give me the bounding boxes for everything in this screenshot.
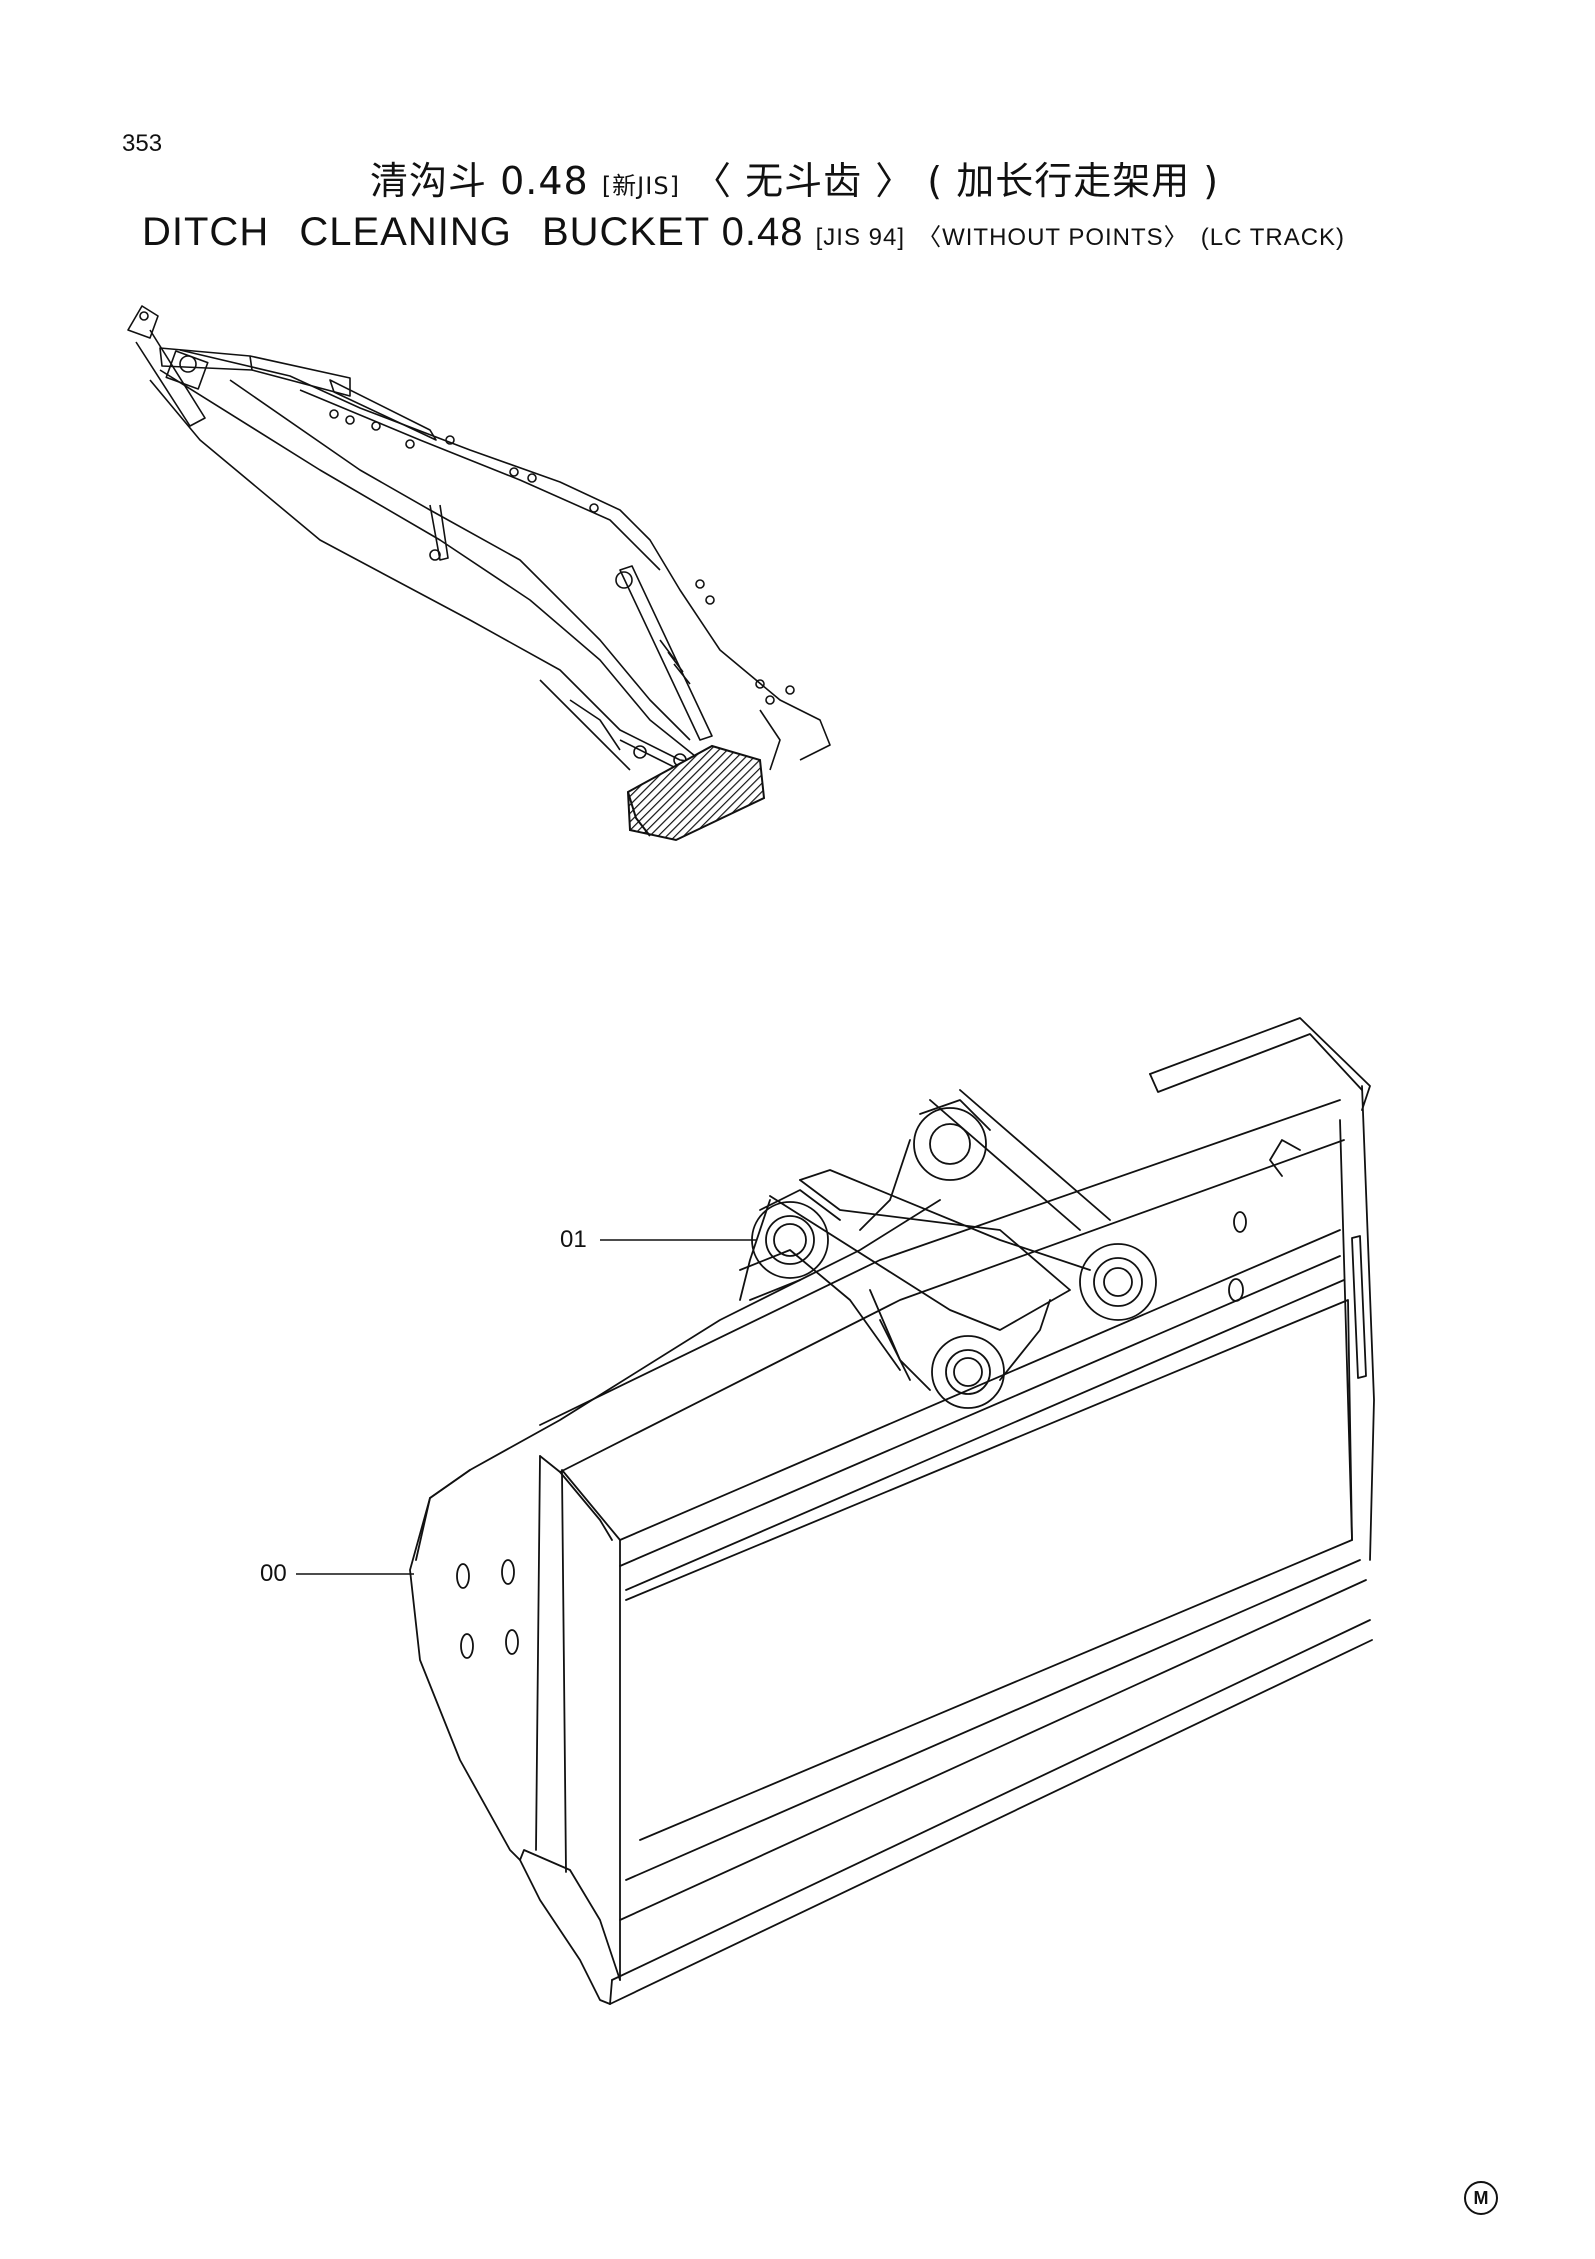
callout-00: 00 — [260, 1560, 287, 1587]
callout-01: 01 — [560, 1226, 587, 1253]
title-zh-points: 〈 无斗齿 〉 — [693, 159, 915, 203]
title-english: DITCH CLEANING BUCKET 0.48 [JIS 94] 〈WIT… — [142, 210, 1345, 255]
title-en-track: (LC TRACK) — [1200, 224, 1346, 251]
title-en-capacity: 0.48 — [721, 210, 804, 254]
title-zh-capacity: 0.48 — [500, 159, 589, 203]
title-en-standard: [JIS 94] — [815, 224, 905, 251]
locator-bucket-highlight — [626, 744, 766, 842]
manufacturer-mark: M — [1464, 2181, 1498, 2215]
title-en-word-bucket: BUCKET — [541, 210, 710, 254]
title-zh-standard: [新JIS] — [601, 172, 680, 200]
arm-locator-illustration — [127, 305, 831, 771]
title-chinese: 清沟斗 0.48 [新JIS] 〈 无斗齿 〉 ( 加长行走架用 ) — [370, 150, 1219, 205]
title-en-word-cleaning: CLEANING — [299, 210, 512, 254]
page-number: 353 — [122, 130, 163, 157]
title-zh-track: ( 加长行走架用 ) — [927, 159, 1220, 203]
title-zh-name: 清沟斗 — [370, 159, 488, 203]
pin-boss-01 — [751, 1189, 841, 1279]
title-en-word-ditch: DITCH — [142, 210, 270, 254]
ditch-cleaning-bucket — [409, 1017, 1375, 2005]
title-en-points: 〈WITHOUT POINTS〉 — [917, 224, 1189, 251]
